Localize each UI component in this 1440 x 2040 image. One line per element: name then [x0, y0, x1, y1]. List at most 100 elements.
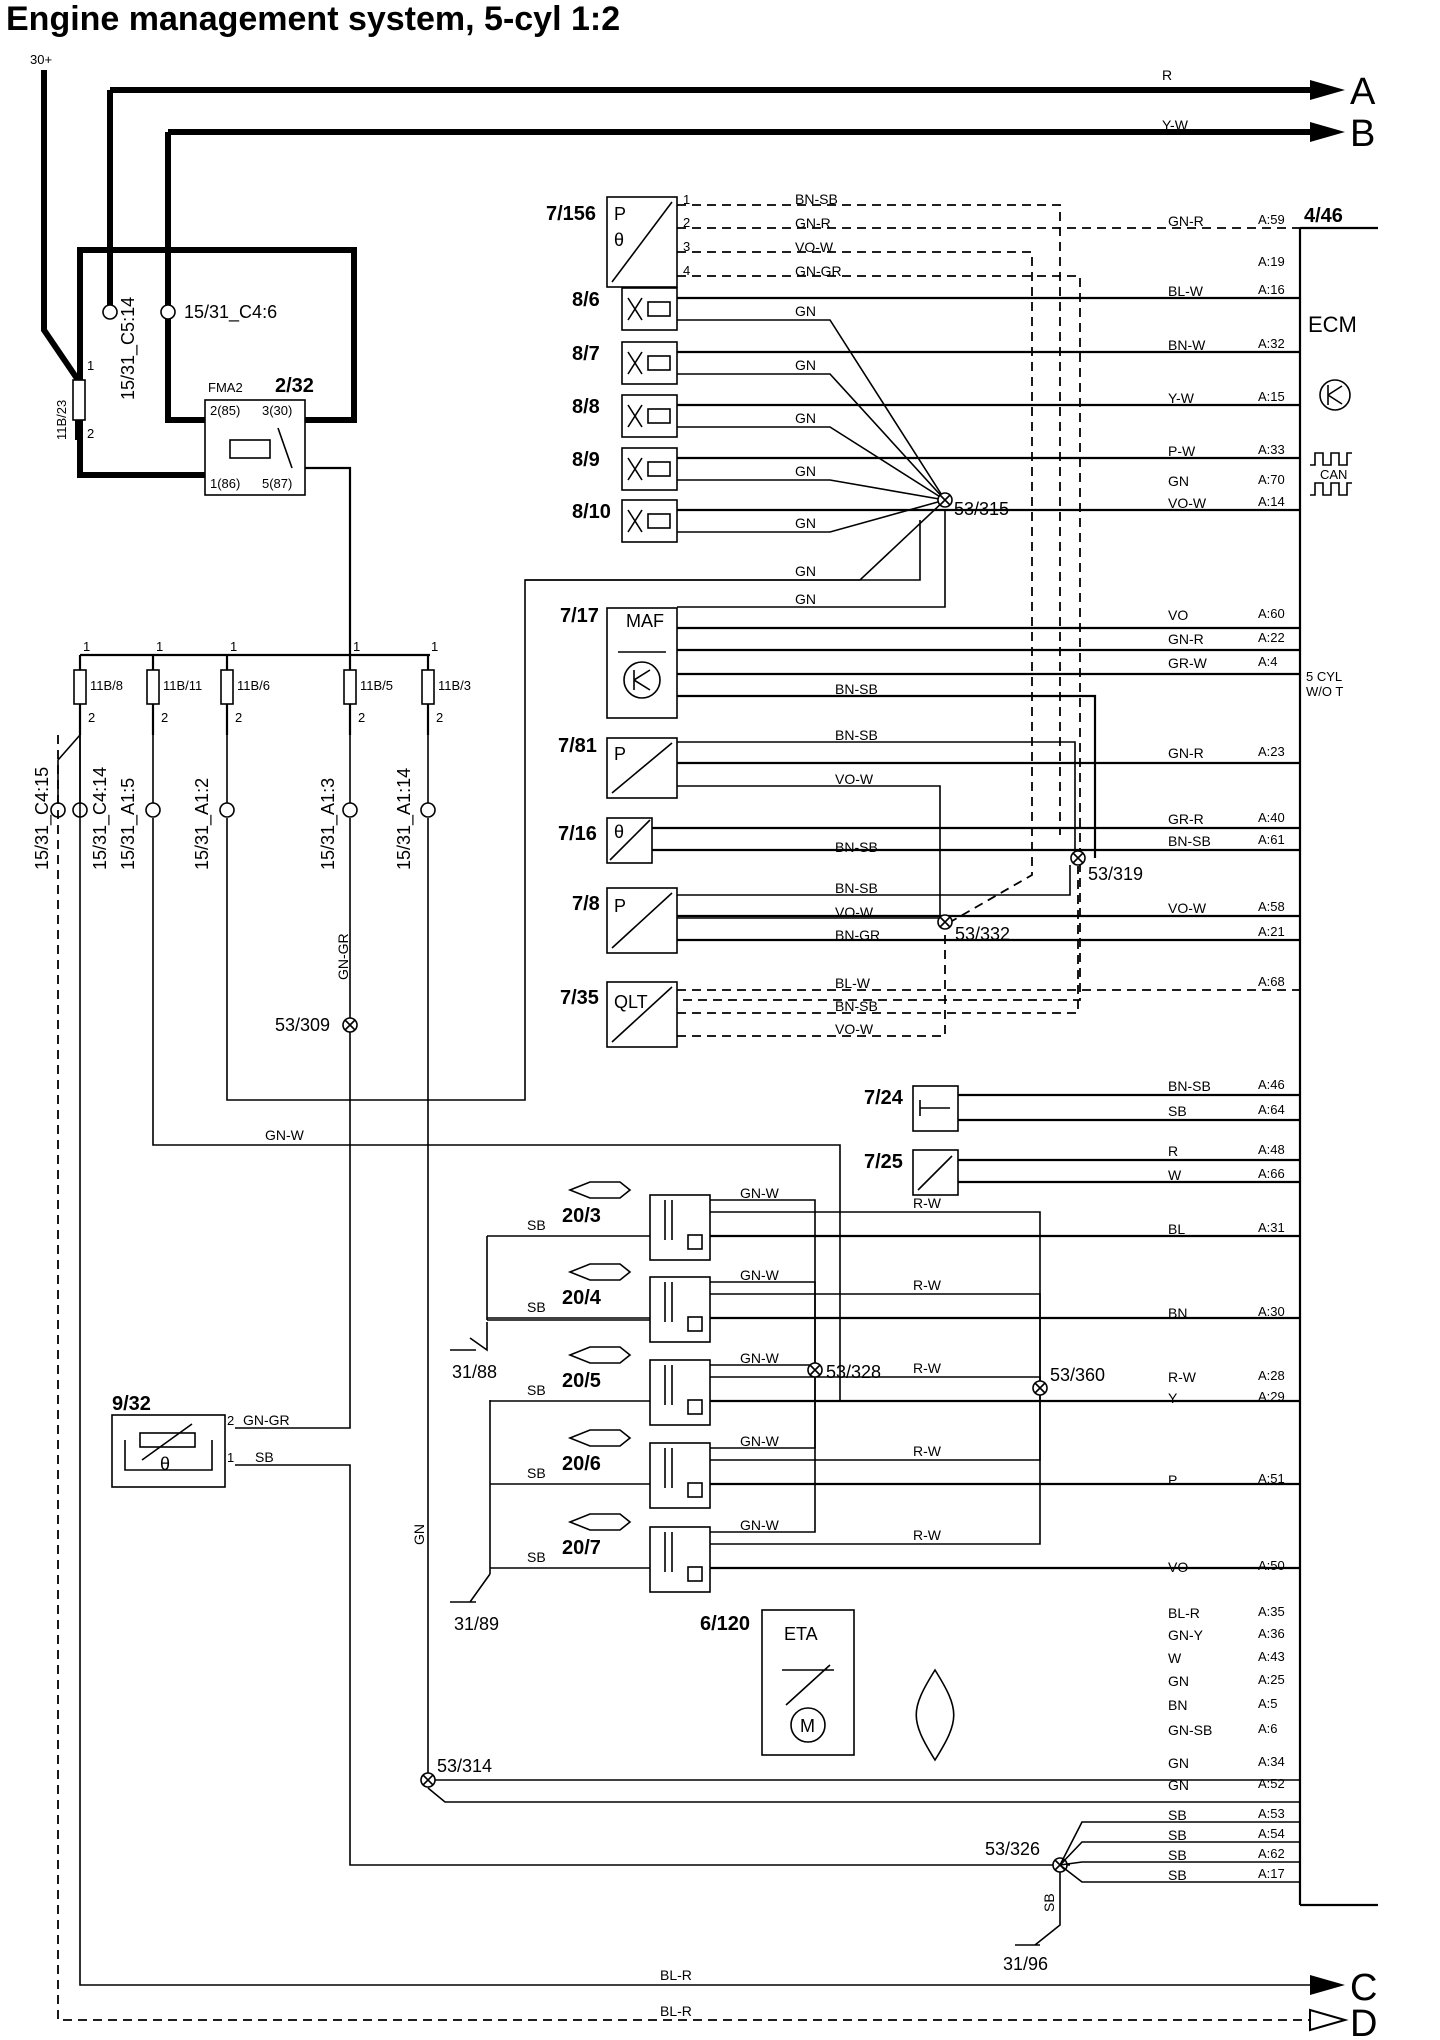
splice-53-309[interactable]: [342, 1017, 358, 1033]
splice-53-360[interactable]: [1032, 1380, 1048, 1396]
coil-wire-label: R-W: [913, 1360, 942, 1376]
wl-gngr-932: GN-GR: [243, 1412, 290, 1428]
ecm-wire-label: GN: [1168, 473, 1189, 489]
ecm-block[interactable]: [1298, 226, 1378, 1907]
splice-53-315[interactable]: [937, 492, 953, 508]
ecm-can-label: CAN: [1320, 467, 1347, 482]
relay-pin30: 3(30): [262, 403, 292, 418]
wl-bnsb-735: BN-SB: [835, 998, 878, 1014]
ecm-pin-label: A:33: [1258, 442, 1285, 457]
sensor-7-81[interactable]: [606, 737, 678, 799]
coil-wire-label: SB: [527, 1217, 546, 1233]
splice-53-314[interactable]: [420, 1772, 436, 1788]
ground-31-96[interactable]: [1015, 1870, 1061, 1946]
wl-gnr-a: GN-R: [795, 215, 831, 231]
wl-blw-735: BL-W: [835, 975, 871, 991]
ecm-pin-label: A:68: [1258, 974, 1285, 989]
ecm-wire-label: GN: [1168, 1673, 1189, 1689]
id-7-24: 7/24: [864, 1087, 904, 1109]
sym-maf: MAF: [626, 611, 664, 631]
wires-7-25: [958, 1158, 1300, 1184]
ecm-variant-1: 5 CYL: [1306, 669, 1342, 684]
fuse-11b-23-pin1: 1: [87, 358, 94, 373]
maf-7-17[interactable]: [606, 607, 678, 719]
connector-a1-14[interactable]: [420, 802, 436, 818]
ecm-pin-label: A:52: [1258, 1776, 1285, 1791]
injector-wire-label: GN: [795, 410, 816, 426]
fuse-11b-23[interactable]: [72, 379, 86, 421]
ignition-coils: 20/3GN-WR-WSB20/4GN-WR-WSB20/5GN-WR-WSB2…: [486, 1181, 1300, 1593]
power-feed-lines: [41, 70, 1345, 478]
ground-31-88[interactable]: [450, 1322, 488, 1352]
ecm-wire-label: GN-R: [1168, 631, 1204, 647]
sensor-7-16[interactable]: [606, 817, 653, 864]
wl-gn-maf: GN: [795, 591, 816, 607]
sensor-7-35[interactable]: [606, 981, 678, 1048]
coil-20-4[interactable]: 20/4GN-WR-WSB: [487, 1263, 1300, 1388]
fuse-pin2: 2: [235, 710, 242, 725]
sensor-7-8[interactable]: [606, 887, 678, 954]
ecm-pin-label: A:34: [1258, 1754, 1285, 1769]
coil-20-7[interactable]: 20/7GN-WR-WSB: [490, 1370, 1300, 1593]
splice-53-328[interactable]: [807, 1362, 823, 1378]
ground-31-89[interactable]: [450, 1573, 491, 1603]
coil-wire-label: SB: [527, 1382, 546, 1398]
connector-c4-6[interactable]: [160, 304, 176, 320]
injector-id: 8/7: [572, 343, 600, 365]
ecm-wire-label: SB: [1168, 1807, 1187, 1823]
connector-a1-3[interactable]: [342, 802, 358, 818]
coil-wire-label: R-W: [913, 1277, 942, 1293]
wl-vow-781: VO-W: [835, 771, 874, 787]
coil-20-5[interactable]: 20/5GN-WR-WSB: [490, 1346, 1300, 1426]
port-c[interactable]: C: [1350, 1967, 1377, 2009]
coil-20-3[interactable]: 20/3GN-WR-WSB: [487, 1181, 1300, 1388]
fuse-11b-3[interactable]: 11B/312: [421, 639, 471, 735]
splice-53-314-label: 53/314: [437, 1756, 492, 1776]
twisted-pair-icon: [915, 1668, 955, 1762]
ecm-pin-label: A:51: [1258, 1471, 1285, 1486]
splice-53-332[interactable]: [937, 914, 953, 930]
ecm-pin-label: A:70: [1258, 472, 1285, 487]
wire-label-r: R: [1162, 67, 1172, 83]
sensor-7-25[interactable]: [912, 1149, 959, 1196]
fuse-11b-8[interactable]: 11B/812: [73, 639, 123, 735]
relay-2-32[interactable]: [204, 399, 306, 496]
ecm-pin-label: A:16: [1258, 282, 1285, 297]
fuse-label: 11B/3: [438, 678, 471, 693]
port-d[interactable]: D: [1350, 2003, 1377, 2040]
pin-9-32-2: 2: [227, 1413, 234, 1428]
connector-a1-5[interactable]: [145, 802, 161, 818]
ecm-pin-label: A:6: [1258, 1721, 1278, 1736]
ecm-wire-label: SB: [1168, 1867, 1187, 1883]
sensor-7-156[interactable]: [606, 196, 678, 288]
splice-53-319[interactable]: [1070, 850, 1086, 866]
fuse-11b-6[interactable]: 11B/612: [220, 639, 270, 735]
ecm-pin-label: A:31: [1258, 1220, 1285, 1235]
ecm-wire-label: Y-W: [1168, 390, 1195, 406]
relay-name: FMA2: [208, 380, 243, 395]
coil-wire-label: SB: [527, 1299, 546, 1315]
connector-a1-2[interactable]: [219, 802, 235, 818]
id-7-81: 7/81: [558, 735, 597, 757]
port-b[interactable]: B: [1350, 113, 1375, 155]
connector-c5-14[interactable]: [102, 304, 118, 320]
ecm-wire-label: GR-R: [1168, 811, 1204, 827]
port-a[interactable]: A: [1350, 71, 1376, 113]
sym-qlt: QLT: [614, 992, 648, 1012]
ecm-wire-label: BN-SB: [1168, 1078, 1211, 1094]
ecm-pin-label: A:35: [1258, 1604, 1285, 1619]
coil-20-6[interactable]: 20/6GN-WR-WSB: [490, 1370, 1300, 1509]
sensor-7-24[interactable]: [912, 1085, 959, 1132]
sym-7-8: P: [614, 896, 626, 916]
ecm-wire-label: GN: [1168, 1777, 1189, 1793]
sensor-9-32[interactable]: [111, 1414, 226, 1488]
throttle-6-120[interactable]: [761, 1609, 855, 1756]
fuse-11b-5[interactable]: 11B/512: [343, 639, 393, 735]
